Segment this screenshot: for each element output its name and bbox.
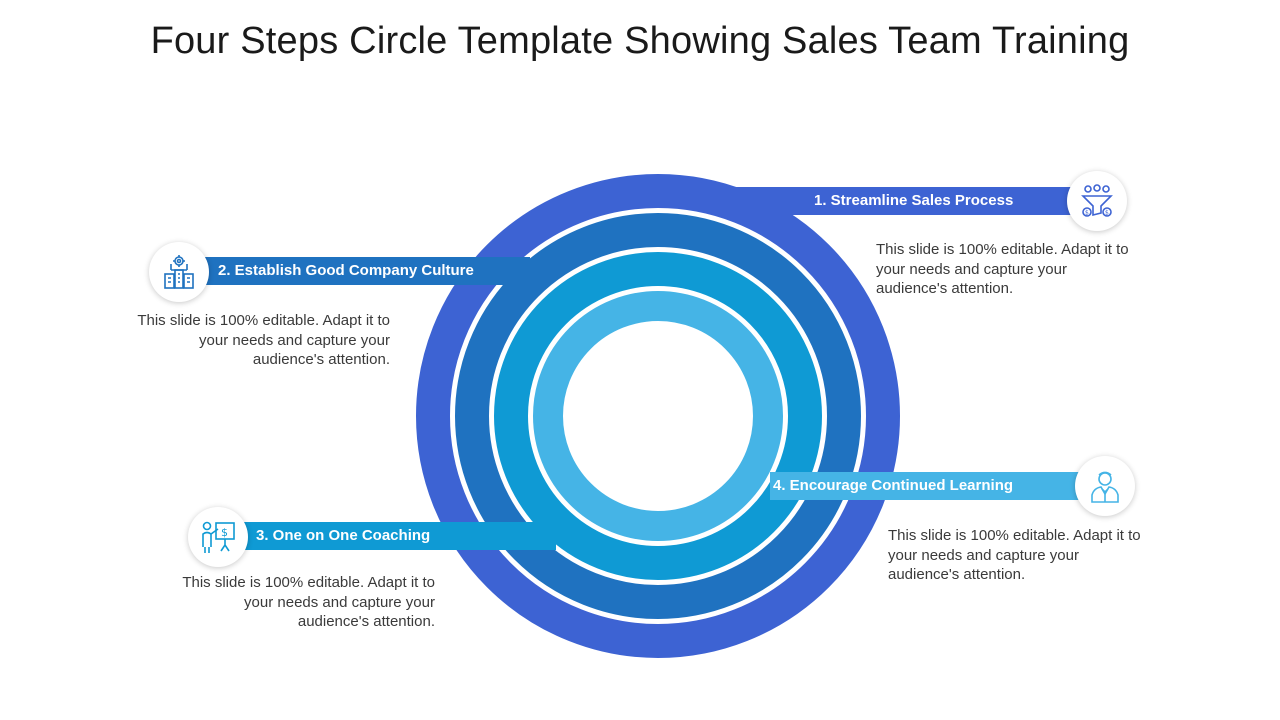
- step-1-label: 1. Streamline Sales Process: [814, 192, 1014, 209]
- svg-text:$: $: [221, 526, 228, 539]
- step-3-label: 3. One on One Coaching: [256, 527, 431, 544]
- company-culture-icon: [164, 255, 194, 289]
- step-4-label: 4. Encourage Continued Learning: [773, 477, 1014, 494]
- svg-text:$: $: [1085, 210, 1089, 217]
- step-2-label: 2. Establish Good Company Culture: [218, 262, 474, 279]
- step-3-banner: 3. One on One Coaching: [216, 522, 556, 550]
- svg-text:$: $: [1105, 210, 1109, 217]
- slide-title: Four Steps Circle Template Showing Sales…: [150, 20, 1130, 62]
- step-1-banner: 1. Streamline Sales Process: [736, 187, 1098, 215]
- coaching-presentation-icon: $: [202, 521, 235, 553]
- step-4-banner: 4. Encourage Continued Learning: [770, 472, 1106, 500]
- ring-inner: [533, 291, 783, 541]
- step-2-description: This slide is 100% editable. Adapt it to…: [137, 312, 390, 368]
- step-1-description: This slide is 100% editable. Adapt it to…: [876, 241, 1129, 297]
- sales-funnel-icon: $ $: [1081, 184, 1113, 217]
- step-1-icon-badge: $ $: [1067, 171, 1127, 231]
- step-3-description: This slide is 100% editable. Adapt it to…: [182, 574, 435, 630]
- step-4-icon-badge: [1075, 456, 1135, 516]
- step-4-description: This slide is 100% editable. Adapt it to…: [888, 527, 1141, 583]
- step-3-icon-badge: $: [188, 507, 248, 567]
- step-2-banner: 2. Establish Good Company Culture: [177, 257, 530, 285]
- step-2-icon-badge: [149, 242, 209, 302]
- learner-person-icon: [1091, 471, 1119, 503]
